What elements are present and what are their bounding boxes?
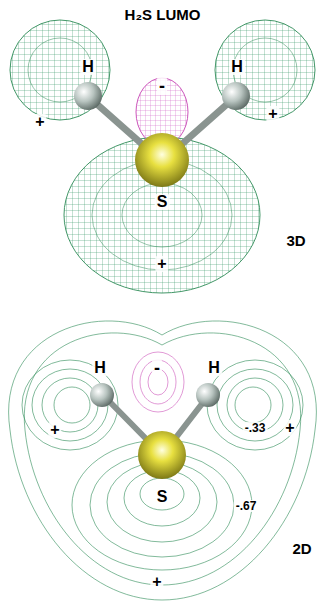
atom-label: S — [155, 489, 170, 505]
phase-sign: + — [33, 114, 46, 130]
phase-sign: - — [157, 77, 167, 95]
phase-sign: + — [266, 106, 279, 122]
atom-label: H — [229, 59, 245, 75]
panel-label: 2D — [290, 541, 313, 556]
phase-sign: + — [48, 422, 61, 438]
atom-label: S — [155, 194, 170, 210]
phase-sign: + — [283, 420, 296, 436]
contour-value: -.33 — [243, 422, 268, 434]
contour-value: -.67 — [234, 500, 259, 512]
atom-label: H — [92, 360, 108, 376]
panel-label: 3D — [284, 233, 307, 248]
phase-sign: - — [152, 359, 162, 377]
atom-label: H — [80, 59, 96, 75]
atom-label: H — [206, 360, 222, 376]
phase-sign: + — [150, 574, 163, 590]
diagram-title: H₂S LUMO — [0, 6, 325, 23]
phase-sign: + — [155, 256, 168, 272]
